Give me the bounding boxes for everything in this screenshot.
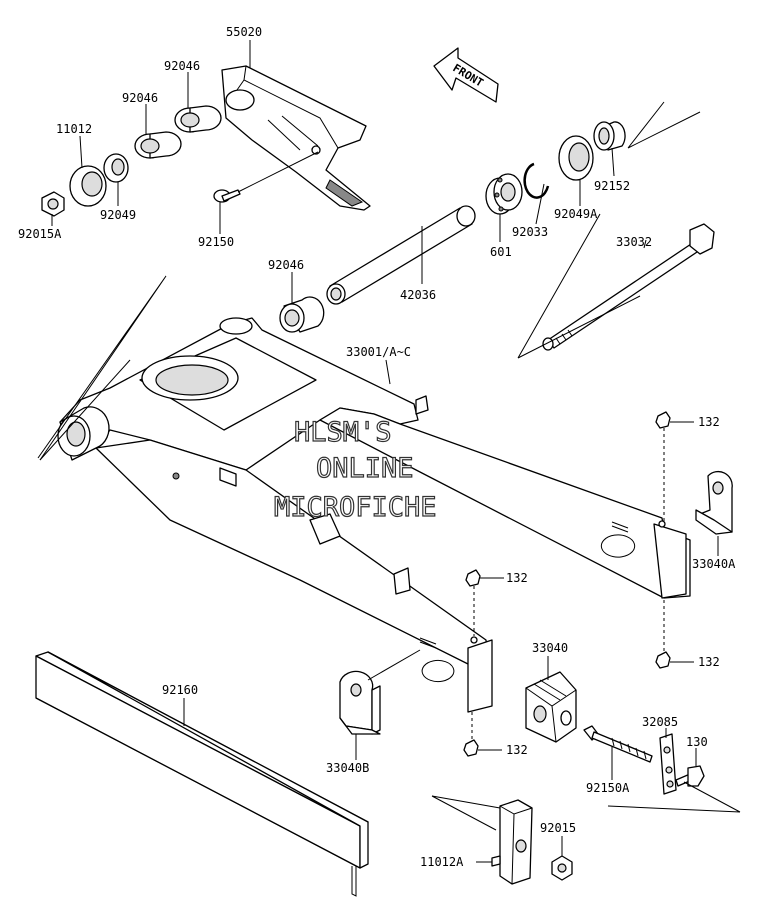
part-label: 33040B bbox=[326, 761, 369, 775]
bolt-part bbox=[655, 600, 671, 669]
part-label: 92046 bbox=[164, 59, 200, 73]
bracket-part bbox=[339, 670, 381, 735]
chain-adjuster-part bbox=[525, 671, 577, 743]
chain-slider-part bbox=[35, 651, 369, 897]
adjuster-plate-part bbox=[659, 733, 677, 795]
bolt-part bbox=[463, 712, 479, 757]
part-label: 55020 bbox=[226, 25, 262, 39]
watermark: HLSM'S ONLINE MICROFICHE bbox=[273, 416, 437, 523]
part-label: 132 bbox=[506, 571, 528, 585]
part-label: 92046 bbox=[268, 258, 304, 272]
part-label: 92150A bbox=[586, 781, 630, 795]
bolt-part bbox=[675, 765, 705, 787]
part-label: 33040 bbox=[532, 641, 568, 655]
part-label: 92152 bbox=[594, 179, 630, 193]
part-label: 92160 bbox=[162, 683, 198, 697]
watermark-line-1: HLSM'S bbox=[294, 417, 392, 448]
bracket-part bbox=[695, 470, 733, 535]
part-labels: 55020 92046 92046 11012 92049 92015A 921… bbox=[18, 25, 736, 869]
part-label: 132 bbox=[506, 743, 528, 757]
part-label: 132 bbox=[698, 655, 720, 669]
part-label: 11012 bbox=[56, 122, 92, 136]
needle-bearing-part bbox=[134, 131, 182, 159]
nut-part bbox=[41, 191, 65, 217]
watermark-line-3: MICROFICHE bbox=[274, 492, 437, 523]
oil-seal-part bbox=[103, 153, 129, 183]
part-label: 92015A bbox=[18, 227, 62, 241]
stopper-part bbox=[491, 799, 533, 885]
part-label: 42036 bbox=[400, 288, 436, 302]
pivot-bolt-part bbox=[542, 223, 715, 351]
adjuster-bolt-part bbox=[583, 725, 653, 763]
nut-part bbox=[551, 855, 573, 881]
part-label: 33032 bbox=[616, 235, 652, 249]
bolt-part bbox=[213, 189, 241, 203]
part-label: 92150 bbox=[198, 235, 234, 249]
chain-guide-part bbox=[221, 65, 371, 211]
part-label: 33001/A~C bbox=[346, 345, 411, 359]
pivot-shaft-part bbox=[326, 205, 476, 305]
part-label: 92046 bbox=[122, 91, 158, 105]
ball-bearing-part bbox=[485, 173, 523, 215]
part-label: 92033 bbox=[512, 225, 548, 239]
circlip-part bbox=[523, 162, 550, 199]
part-label: 33040A bbox=[692, 557, 736, 571]
watermark-line-2: ONLINE bbox=[316, 453, 414, 484]
front-direction-arrow: FRONT bbox=[433, 47, 499, 103]
needle-bearing-part bbox=[279, 296, 325, 333]
part-label: 92015 bbox=[540, 821, 576, 835]
bolt-part bbox=[655, 411, 671, 522]
part-label: 92049A bbox=[554, 207, 598, 221]
part-label: 11012A bbox=[420, 855, 464, 869]
collar-part bbox=[69, 165, 107, 207]
bolt-part bbox=[465, 569, 481, 636]
part-label: 92049 bbox=[100, 208, 136, 222]
part-label: 601 bbox=[490, 245, 512, 259]
part-label: 130 bbox=[686, 735, 708, 749]
part-label: 132 bbox=[698, 415, 720, 429]
leader-lines bbox=[51, 40, 719, 863]
collar-part bbox=[593, 121, 626, 151]
swingarm-part bbox=[57, 317, 691, 713]
needle-bearing-part bbox=[174, 105, 222, 133]
part-label: 32085 bbox=[642, 715, 678, 729]
oil-seal-part bbox=[558, 135, 594, 181]
